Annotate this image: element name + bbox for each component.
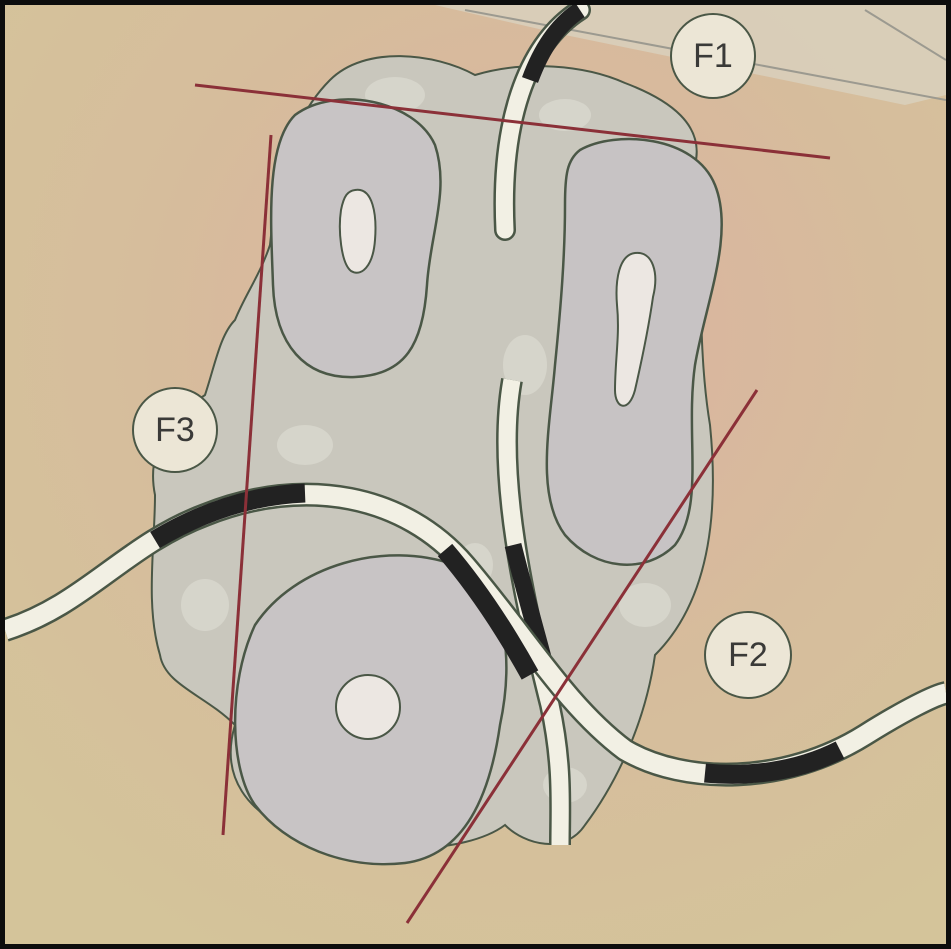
anatomy-section-diagram: F1 F3 F2 bbox=[5, 5, 946, 944]
label-f3-text: F3 bbox=[155, 411, 195, 449]
label-f3: F3 bbox=[133, 388, 217, 472]
tissue-texture bbox=[277, 425, 333, 465]
label-f1: F1 bbox=[671, 14, 755, 98]
tissue-texture bbox=[181, 579, 229, 631]
organ-upper-left-lumen bbox=[340, 190, 376, 273]
organ-lower-lumen bbox=[336, 675, 400, 739]
label-f1-text: F1 bbox=[693, 37, 733, 75]
label-f2: F2 bbox=[705, 612, 791, 698]
label-f2-text: F2 bbox=[728, 636, 768, 674]
